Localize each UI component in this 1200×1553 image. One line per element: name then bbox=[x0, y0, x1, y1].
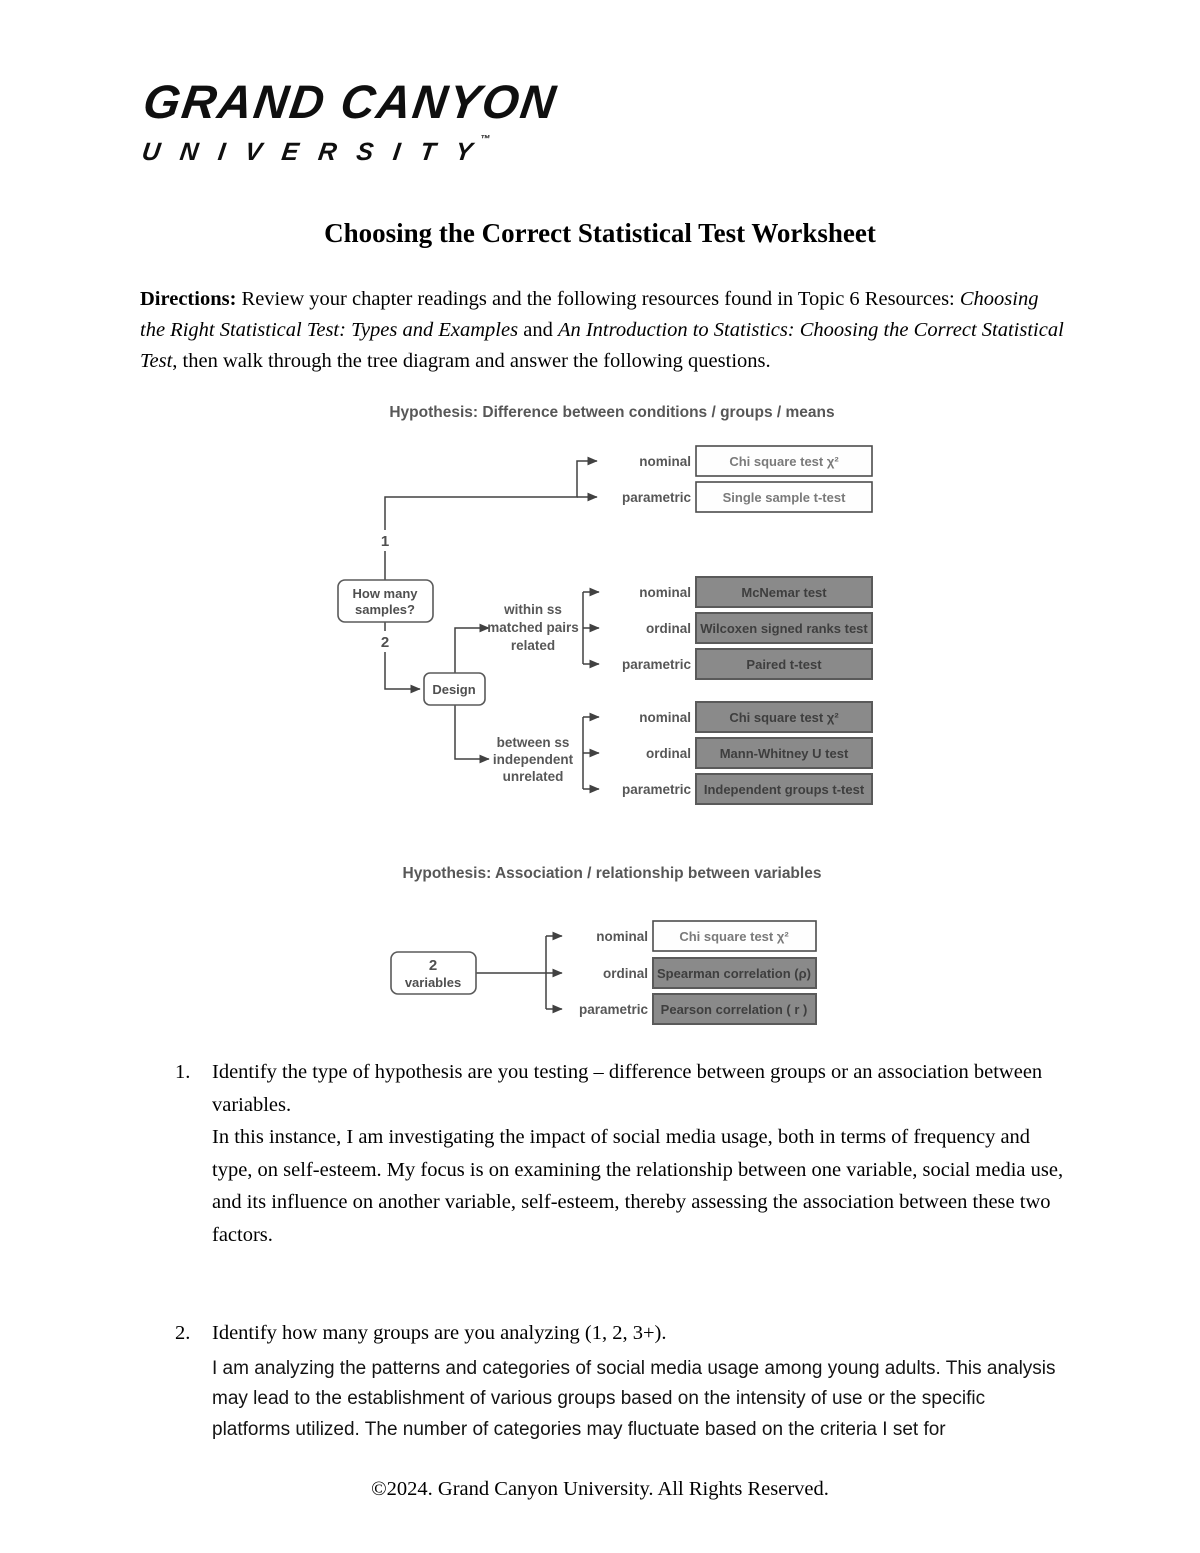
design-node-label: Design bbox=[432, 682, 475, 697]
svg-text:Independent groups t-test: Independent groups t-test bbox=[704, 782, 865, 797]
directions-label: Directions: bbox=[140, 287, 237, 310]
svg-text:independent: independent bbox=[493, 752, 574, 767]
measurement-level-labels: nominal ordinal parametric bbox=[579, 929, 649, 1017]
test-box-single-sample-t: Single sample t-test bbox=[695, 481, 873, 513]
svg-text:related: related bbox=[511, 638, 555, 653]
page-title: Choosing the Correct Statistical Test Wo… bbox=[324, 218, 876, 248]
test-box-spearman: Spearman correlation (ρ) bbox=[652, 957, 817, 989]
directions-text-3: , then walk through the tree diagram and… bbox=[172, 349, 771, 372]
svg-text:Chi square test χ²: Chi square test χ² bbox=[729, 454, 839, 469]
test-box-chi-square: Chi square test χ² bbox=[652, 920, 817, 952]
test-box-paired-t: Paired t-test bbox=[695, 648, 873, 680]
design-node: Design bbox=[423, 672, 486, 706]
resource-title-1: Choosing the Right Statistical Test: Typ… bbox=[140, 287, 1039, 341]
question-text: Identify the type of hypothesis are you … bbox=[212, 1061, 1043, 1116]
question-text: Identify how many groups are you analyzi… bbox=[212, 1322, 667, 1344]
svg-text:between ss: between ss bbox=[497, 735, 570, 750]
svg-text:unrelated: unrelated bbox=[503, 769, 564, 784]
svg-text:Chi square test χ²: Chi square test χ² bbox=[679, 929, 789, 944]
svg-text:matched pairs: matched pairs bbox=[487, 620, 579, 635]
question-number: 2. bbox=[175, 1322, 191, 1344]
svg-text:McNemar test: McNemar test bbox=[741, 585, 827, 600]
question-item-2: 2. Identify how many groups are you anal… bbox=[140, 1317, 1066, 1445]
svg-text:Pearson correlation ( r ): Pearson correlation ( r ) bbox=[661, 1002, 808, 1017]
question-body: Identify the type of hypothesis are you … bbox=[212, 1056, 1066, 1251]
between-subjects-block: between ss independent unrelated bbox=[493, 735, 574, 784]
two-variables-node: 2 variables bbox=[390, 951, 477, 995]
within-subjects-block: within ss matched pairs related bbox=[487, 602, 579, 653]
copyright-footer: ©2024. Grand Canyon University. All Righ… bbox=[371, 1478, 829, 1500]
question-body: Identify how many groups are you analyzi… bbox=[212, 1317, 1066, 1445]
svg-text:Wilcoxen signed ranks test: Wilcoxen signed ranks test bbox=[700, 621, 868, 636]
svg-text:nominal: nominal bbox=[639, 710, 691, 725]
question-list: 1. Identify the type of hypothesis are y… bbox=[140, 1056, 1066, 1511]
svg-text:ordinal: ordinal bbox=[646, 621, 691, 636]
variables-node-line2: variables bbox=[405, 975, 461, 990]
label-patch bbox=[378, 631, 392, 652]
association-hypothesis-diagram: Hypothesis: Association / relationship b… bbox=[390, 865, 822, 1025]
question-item-1: 1. Identify the type of hypothesis are y… bbox=[140, 1056, 1066, 1251]
diagram1-connectors bbox=[384, 456, 600, 794]
svg-text:parametric: parametric bbox=[579, 1002, 649, 1017]
svg-text:Chi square test χ²: Chi square test χ² bbox=[729, 710, 839, 725]
measurement-level-labels: nominal parametric nominal ordinal param… bbox=[622, 454, 692, 797]
diagram1-title: Hypothesis: Difference between condition… bbox=[389, 404, 834, 421]
question-number: 1. bbox=[175, 1061, 191, 1083]
logo-wordmark-line1: GRAND CANYON bbox=[140, 75, 561, 128]
directions-paragraph: Directions: Review your chapter readings… bbox=[140, 284, 1068, 377]
svg-text:Paired t-test: Paired t-test bbox=[746, 657, 822, 672]
svg-text:within ss: within ss bbox=[503, 602, 562, 617]
svg-text:nominal: nominal bbox=[596, 929, 648, 944]
svg-text:ordinal: ordinal bbox=[646, 746, 691, 761]
label-patch bbox=[378, 530, 392, 551]
svg-text:Spearman correlation (ρ): Spearman correlation (ρ) bbox=[657, 966, 811, 981]
one-sample-branch-label: 1 bbox=[381, 533, 389, 550]
gcu-logo: GRAND CANYON UNIVERSITY™ bbox=[140, 74, 561, 167]
test-box-chi-square-2: Chi square test χ² bbox=[695, 701, 873, 733]
test-box-independent-t: Independent groups t-test bbox=[695, 773, 873, 805]
question-answer: I am analyzing the patterns and categori… bbox=[212, 1357, 1056, 1440]
test-box-mann-whitney: Mann-Whitney U test bbox=[695, 737, 873, 769]
directions-text-1: Review your chapter readings and the fol… bbox=[236, 287, 960, 310]
svg-text:nominal: nominal bbox=[639, 454, 691, 469]
resource-title-2: An Introduction to Statistics: Choosing … bbox=[140, 318, 1064, 372]
trademark-symbol: ™ bbox=[479, 134, 491, 145]
difference-hypothesis-diagram: Hypothesis: Difference between condition… bbox=[337, 404, 873, 805]
svg-text:Mann-Whitney U test: Mann-Whitney U test bbox=[720, 746, 849, 761]
question-answer: In this instance, I am investigating the… bbox=[212, 1126, 1064, 1246]
svg-text:Single sample t-test: Single sample t-test bbox=[723, 490, 846, 505]
variables-node-line1: 2 bbox=[429, 957, 437, 974]
test-box-mcnemar: McNemar test bbox=[695, 576, 873, 608]
logo-university-text: UNIVERSITY bbox=[140, 138, 495, 166]
logo-wordmark-line2: UNIVERSITY™ bbox=[140, 134, 558, 167]
test-box-pearson: Pearson correlation ( r ) bbox=[652, 993, 817, 1025]
svg-text:parametric: parametric bbox=[622, 490, 692, 505]
diagram2-title: Hypothesis: Association / relationship b… bbox=[403, 865, 822, 882]
samples-node-line1: How many bbox=[352, 586, 418, 601]
directions-text-2: and bbox=[518, 318, 558, 341]
test-box-chi-square-1: Chi square test χ² bbox=[695, 445, 873, 477]
svg-text:ordinal: ordinal bbox=[603, 966, 648, 981]
svg-text:parametric: parametric bbox=[622, 782, 692, 797]
diagram2-connectors bbox=[476, 931, 563, 1014]
how-many-samples-node: How many samples? bbox=[337, 579, 434, 623]
svg-text:parametric: parametric bbox=[622, 657, 692, 672]
test-box-wilcoxen: Wilcoxen signed ranks test bbox=[695, 612, 873, 644]
two-sample-branch-label: 2 bbox=[381, 634, 389, 651]
samples-node-line2: samples? bbox=[355, 602, 415, 617]
svg-text:nominal: nominal bbox=[639, 585, 691, 600]
